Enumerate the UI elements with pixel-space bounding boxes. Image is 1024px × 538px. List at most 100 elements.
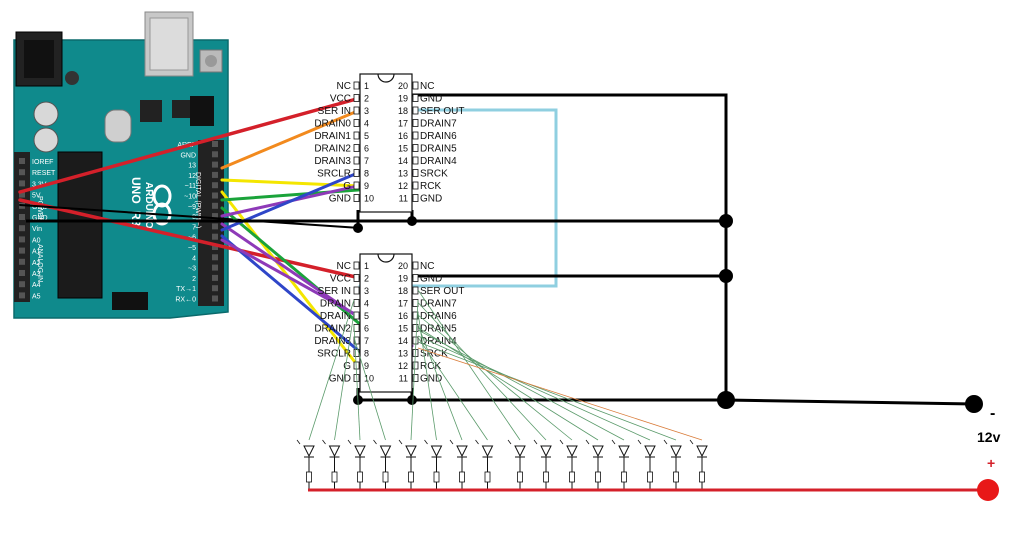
chip-pin — [412, 81, 419, 90]
chip-pin-number: 15 — [398, 144, 408, 154]
capacitor — [33, 101, 59, 127]
chip-pin-label: G — [343, 181, 351, 192]
header-pin — [19, 158, 25, 164]
header-pin — [19, 247, 25, 254]
header-pin — [212, 202, 218, 209]
chip-pin-number: 11 — [399, 374, 408, 384]
header-pin — [212, 171, 218, 178]
chip-pin — [412, 119, 419, 127]
led-icon — [354, 445, 366, 458]
led-icon — [328, 445, 341, 458]
chip-pin — [412, 144, 419, 152]
chip-body — [359, 73, 413, 213]
chip-pin-number: 19 — [398, 94, 408, 104]
chip-pin — [353, 94, 360, 102]
chip-pin-number: 16 — [398, 311, 408, 321]
led-wire — [417, 314, 573, 441]
led-light-mark — [449, 439, 454, 445]
chip-pin-label: DRAIN6 — [420, 131, 457, 142]
arduino-pin-label: 12 — [188, 173, 196, 180]
resistor — [484, 471, 491, 483]
chip-pin — [412, 106, 419, 115]
resistor — [306, 471, 312, 483]
arduino-pin-label: RESET — [32, 170, 56, 177]
led-light-mark — [475, 439, 479, 445]
arduino-pin-label: ~9 — [188, 204, 196, 211]
header-pin — [212, 192, 218, 199]
chip-pin-number: 1 — [364, 261, 369, 271]
analog-label: ANALOG IN — [36, 244, 43, 282]
chip-pin-number: 7 — [364, 336, 369, 346]
chip-pin-number: 12 — [398, 181, 408, 191]
header-pin — [212, 233, 218, 240]
chip-pin-number: 17 — [398, 299, 408, 309]
chip-pin-number: 14 — [398, 156, 408, 166]
chip-pin-number: 10 — [364, 194, 374, 204]
arduino-pin-label: A5 — [32, 293, 41, 300]
chip-pin-number: 20 — [398, 261, 408, 271]
chip-pin-number: 14 — [398, 336, 408, 346]
power-label: POWER — [36, 196, 43, 222]
chip-pin-number: 1 — [364, 81, 369, 91]
led-wire — [334, 312, 355, 441]
chip-pin-label: DRAIN4 — [420, 336, 457, 347]
chip-pin-label: DRAIN0 — [314, 119, 351, 130]
wire-gnd — [19, 204, 361, 229]
chip-pin-number: 8 — [364, 169, 369, 179]
led-icon — [592, 445, 604, 458]
chip-pin-label: NC — [420, 261, 434, 272]
resistor — [647, 471, 653, 483]
chip-pin-label: NC — [337, 261, 351, 272]
chip-pin-number: 17 — [398, 119, 408, 129]
chip-pin-label: GND — [329, 374, 351, 385]
chip-pin-label: GND — [420, 374, 442, 385]
led-light-mark — [296, 439, 301, 445]
resistor — [569, 471, 575, 483]
led-icon — [670, 445, 682, 458]
chip-pin-label: SER OUT — [420, 286, 464, 297]
header-pin — [19, 270, 25, 276]
junction-node — [719, 214, 733, 228]
arduino-pin-label: IOREF — [32, 159, 53, 166]
chip-pin-label: SER IN — [318, 106, 351, 117]
led-light-mark — [533, 439, 538, 445]
chip-pin — [353, 274, 360, 282]
arduino-pin-label: 2 — [192, 276, 196, 283]
header-pin — [19, 214, 25, 220]
chip-pin — [353, 299, 360, 307]
header-pin — [212, 151, 218, 158]
chip-pin-number: 11 — [399, 194, 408, 204]
resistor — [433, 471, 440, 483]
ground-rails — [26, 93, 975, 406]
chip-pin-number: 10 — [364, 374, 374, 384]
led-wire — [417, 335, 651, 441]
chip-pin-number: 7 — [364, 156, 369, 166]
led-light-mark — [611, 439, 616, 445]
chip-pin — [412, 194, 419, 202]
crystal — [104, 109, 132, 143]
header-pin — [212, 254, 218, 261]
chip-pin-label: DRAIN6 — [420, 311, 457, 322]
led-icon — [540, 445, 552, 458]
chip-pin-label: GND — [420, 94, 442, 105]
chip-pin-label: DRAIN3 — [314, 156, 351, 167]
resistor — [382, 471, 389, 483]
header-pin — [212, 223, 218, 230]
led-light-mark — [585, 439, 590, 445]
wire-blue-2 — [220, 234, 362, 354]
chip-pin-label: RCK — [420, 361, 441, 372]
junction-node — [353, 223, 363, 233]
positive-sign: + — [987, 455, 995, 471]
arduino-pin-label: ~11 — [185, 183, 196, 190]
chip-pin-number: 5 — [364, 311, 369, 321]
board-name: UNO — [129, 177, 143, 204]
wire-yellow-1 — [220, 178, 362, 188]
arduino-pin-label: ~10 — [184, 194, 196, 201]
led-icon — [405, 445, 417, 458]
chip-pin-number: 5 — [364, 131, 369, 141]
chip-pin-label: DRAIN — [320, 311, 351, 322]
chip-pin-label: G — [343, 361, 351, 372]
chip-pin-label: SRCLR — [317, 349, 351, 360]
negative-terminal — [965, 395, 983, 413]
